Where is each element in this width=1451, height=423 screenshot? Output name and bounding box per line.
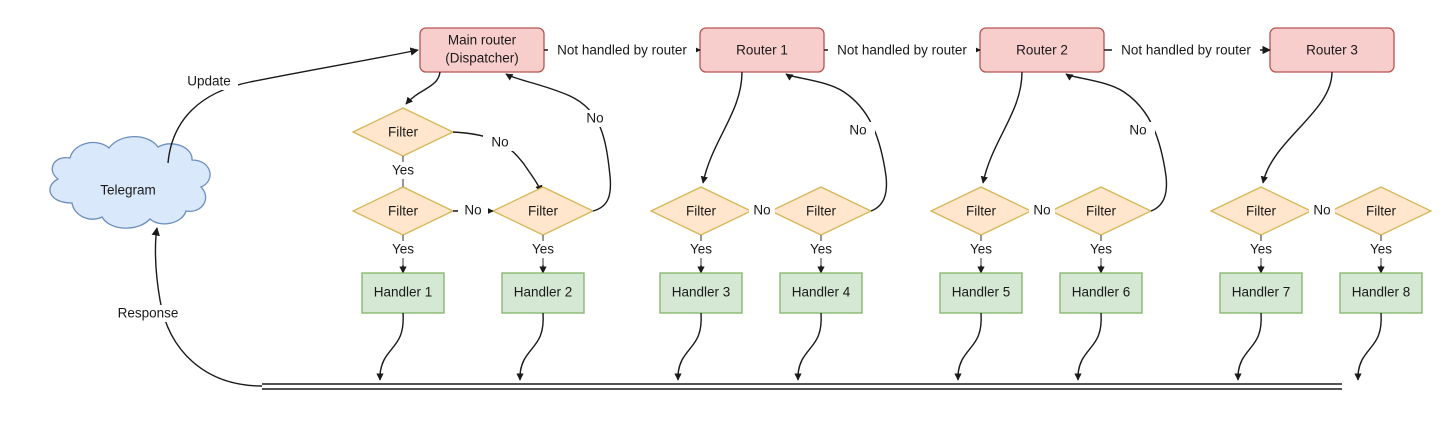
filter-b[interactable]: Filter bbox=[351, 186, 455, 236]
router-2[interactable]: Router 2 bbox=[979, 27, 1105, 73]
edge-label-no-a: No bbox=[491, 135, 508, 150]
edge-router1-to-filter-d bbox=[700, 71, 743, 184]
handler-7[interactable]: Handler 7 bbox=[1219, 272, 1303, 314]
handler-1-label: Handler 1 bbox=[374, 285, 433, 300]
filter-g[interactable]: Filter bbox=[1049, 186, 1153, 236]
edge-label-yes-h: Yes bbox=[1250, 242, 1272, 257]
edge-label-not-handled-3: Not handled by router bbox=[1121, 43, 1251, 58]
edge-filter-b-no: No bbox=[453, 203, 494, 219]
filter-g-label: Filter bbox=[1086, 204, 1117, 219]
edge-label-no-g: No bbox=[1129, 123, 1146, 138]
response-edge: Response bbox=[110, 227, 263, 387]
edge-label-no-c: No bbox=[586, 111, 603, 126]
edge-label-yes-a: Yes bbox=[392, 163, 414, 178]
handler-5-label: Handler 5 bbox=[952, 285, 1011, 300]
router-1[interactable]: Router 1 bbox=[699, 27, 825, 73]
filter-h-label: Filter bbox=[1246, 204, 1277, 219]
handler-6[interactable]: Handler 6 bbox=[1059, 272, 1143, 314]
router-main[interactable]: Main router (Dispatcher) bbox=[419, 27, 545, 73]
edge-label-no-b: No bbox=[464, 203, 481, 218]
edge-label-no-d: No bbox=[753, 203, 770, 218]
handler-5[interactable]: Handler 5 bbox=[939, 272, 1023, 314]
edge-label-no-e: No bbox=[849, 123, 866, 138]
filter-i-label: Filter bbox=[1366, 204, 1397, 219]
edge-filter-f-yes: Yes bbox=[963, 235, 999, 274]
router-chain-labels: Not handled by router Not handled by rou… bbox=[548, 42, 1260, 59]
router-2-label: Router 2 bbox=[1016, 43, 1068, 58]
edge-filter-b-yes: Yes bbox=[385, 235, 421, 274]
router-3[interactable]: Router 3 bbox=[1269, 27, 1395, 73]
handler-8[interactable]: Handler 8 bbox=[1339, 272, 1423, 314]
edge-filter-h-yes: Yes bbox=[1243, 235, 1279, 274]
edge-label-yes-c: Yes bbox=[532, 242, 554, 257]
edge-filter-d-no: No bbox=[749, 203, 775, 219]
handler-2-label: Handler 2 bbox=[514, 285, 573, 300]
filter-a-label: Filter bbox=[388, 125, 419, 140]
edge-label-yes-g: Yes bbox=[1090, 242, 1112, 257]
edge-filter-i-yes: Yes bbox=[1363, 235, 1399, 274]
handler-1[interactable]: Handler 1 bbox=[361, 272, 445, 314]
filter-d-label: Filter bbox=[686, 204, 717, 219]
filter-e[interactable]: Filter bbox=[769, 186, 873, 236]
edge-filter-f-no: No bbox=[1029, 203, 1055, 219]
edge-filter-d-yes: Yes bbox=[683, 235, 719, 274]
router-3-label: Router 3 bbox=[1306, 43, 1358, 58]
edge-label-not-handled-1: Not handled by router bbox=[557, 43, 687, 58]
filter-f-label: Filter bbox=[966, 204, 997, 219]
update-edge: Update bbox=[167, 47, 419, 164]
filter-h[interactable]: Filter bbox=[1209, 186, 1313, 236]
edge-label-no-f: No bbox=[1033, 203, 1050, 218]
edge-label-yes-e: Yes bbox=[810, 242, 832, 257]
edge-router3-to-filter-h bbox=[1260, 71, 1333, 184]
edge-label-no-h: No bbox=[1313, 203, 1330, 218]
handler-6-label: Handler 6 bbox=[1072, 285, 1131, 300]
handler-4[interactable]: Handler 4 bbox=[779, 272, 863, 314]
handler-to-bus-edges bbox=[376, 312, 1382, 381]
edge-label-yes-b: Yes bbox=[392, 242, 414, 257]
edge-filter-a-no: No bbox=[452, 131, 543, 193]
filter-c-label: Filter bbox=[528, 204, 559, 219]
handler-4-label: Handler 4 bbox=[792, 285, 851, 300]
edge-label-yes-f: Yes bbox=[970, 242, 992, 257]
edge-filter-a-yes: Yes bbox=[385, 156, 421, 195]
handler-8-label: Handler 8 bbox=[1352, 285, 1411, 300]
edge-filter-g-no: No bbox=[1065, 73, 1168, 212]
edge-filter-h-no: No bbox=[1309, 203, 1335, 219]
router-main-label-line2: (Dispatcher) bbox=[445, 51, 519, 66]
edge-label-yes-d: Yes bbox=[690, 242, 712, 257]
edge-label-not-handled-2: Not handled by router bbox=[837, 43, 967, 58]
handler-3[interactable]: Handler 3 bbox=[659, 272, 743, 314]
handler-7-label: Handler 7 bbox=[1232, 285, 1291, 300]
edge-filter-c-yes: Yes bbox=[525, 235, 561, 274]
filter-d[interactable]: Filter bbox=[649, 186, 753, 236]
edge-filter-e-no: No bbox=[785, 73, 888, 212]
edge-filter-g-yes: Yes bbox=[1083, 235, 1119, 274]
edge-filter-c-no: No bbox=[505, 73, 612, 212]
telegram-cloud: Telegram bbox=[49, 135, 211, 229]
response-bus bbox=[262, 383, 1342, 390]
router-main-label-line1: Main router bbox=[448, 33, 517, 48]
edge-label-response: Response bbox=[118, 306, 179, 321]
filter-b-label: Filter bbox=[388, 204, 419, 219]
filter-c[interactable]: Filter bbox=[491, 186, 595, 236]
router-1-label: Router 1 bbox=[736, 43, 788, 58]
filter-a[interactable]: Filter bbox=[351, 107, 455, 157]
handler-3-label: Handler 3 bbox=[672, 285, 731, 300]
handler-2[interactable]: Handler 2 bbox=[501, 272, 585, 314]
edge-mainrouter-to-filter-a bbox=[405, 71, 441, 105]
filter-f[interactable]: Filter bbox=[929, 186, 1033, 236]
filter-e-label: Filter bbox=[806, 204, 837, 219]
cloud-label: Telegram bbox=[100, 183, 156, 198]
edge-filter-e-yes: Yes bbox=[803, 235, 839, 274]
filter-i[interactable]: Filter bbox=[1329, 186, 1433, 236]
edge-label-update: Update bbox=[187, 74, 231, 89]
edge-label-yes-i: Yes bbox=[1370, 242, 1392, 257]
edge-router2-to-filter-f bbox=[980, 71, 1023, 184]
